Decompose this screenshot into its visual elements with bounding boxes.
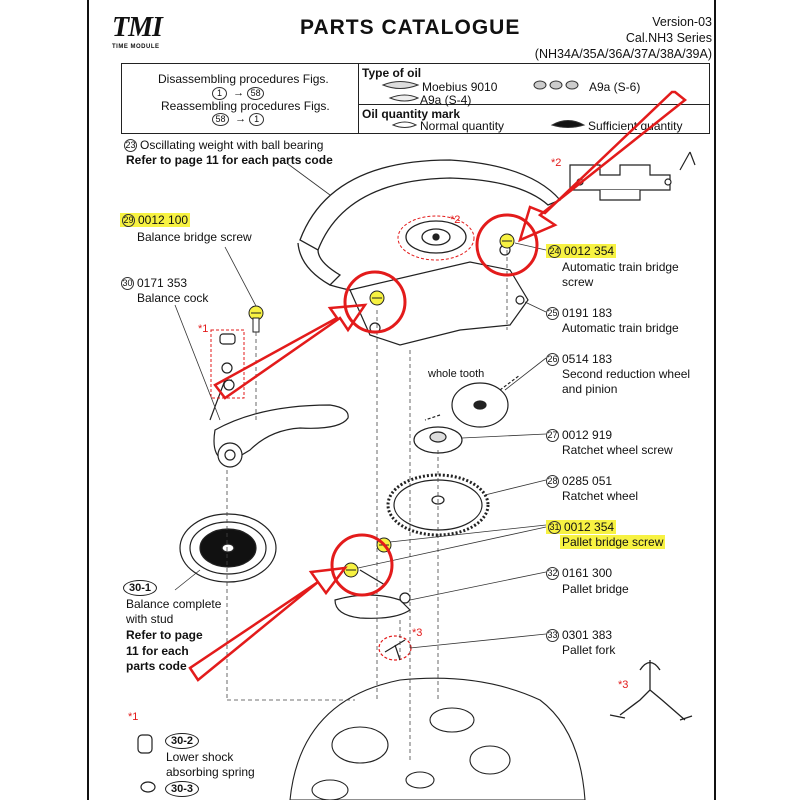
mark-star-3: *3 (412, 627, 423, 639)
part-29-label: Balance bridge screw (137, 230, 252, 244)
oil-a9a-s4-label: A9a (S-4) (420, 93, 472, 107)
mark-star-2: *2 (551, 157, 562, 169)
disassembling-label: Disassembling procedures Figs. (158, 72, 329, 86)
part-30-3-number: 30-3 (165, 781, 200, 797)
part-27-label: Ratchet wheel screw (562, 443, 673, 457)
part-30-2-label: absorbing spring (166, 765, 255, 779)
mark-star-1: *1 (198, 323, 209, 335)
disassembling-range: 1 → 58 (212, 86, 267, 100)
part-30-2-number: 30-2 (165, 733, 200, 749)
pallet-fork-drawing (378, 635, 412, 661)
part-30-1-reference: 11 for each (126, 644, 189, 658)
part-24-label: Automatic train bridge (562, 260, 679, 274)
oil-normal-label: Normal quantity (420, 119, 505, 133)
part-30-1-label: with stud (126, 612, 174, 626)
reassembling-range: 58 → 1 (212, 112, 267, 126)
page-title: PARTS CATALOGUE (300, 16, 521, 39)
assembly-guide-lines (226, 250, 508, 760)
whole-tooth-note: whole tooth (428, 368, 485, 380)
red-annotation-circles (330, 213, 539, 597)
oil-moebius-label: Moebius 9010 (422, 80, 498, 94)
version-line: (NH34A/35A/36A/37A/38A/39A) (534, 47, 712, 61)
page-border-left (87, 0, 89, 800)
part-30-1-number: 30-1 (123, 580, 158, 596)
ratchet-wheel-screw-drawing (413, 426, 463, 454)
shock-spring-drawing (137, 734, 156, 793)
part-30-1-reference: parts code (126, 659, 187, 673)
part-30-1-label: Balance complete (126, 597, 222, 611)
page-border-right (714, 0, 716, 800)
balance-detail-outline (210, 329, 245, 399)
part-30-label: Balance cock (137, 291, 209, 305)
mark-star-3: *3 (618, 679, 629, 691)
legend-box (121, 63, 710, 134)
legend-divider (359, 104, 709, 105)
part-30-2-label: Lower shock (166, 750, 234, 764)
legend-divider (358, 63, 359, 133)
tmi-logo: TMI TIME MODULE (112, 12, 163, 51)
part-30-1-reference: Refer to page (126, 628, 203, 642)
balance-wheel-drawing (179, 513, 277, 583)
balance-cock-drawing (209, 333, 349, 468)
second-reduction-wheel-drawing (424, 374, 521, 428)
part-28-label: Ratchet wheel (562, 489, 639, 503)
mark-star-1: *1 (128, 711, 139, 723)
version-line: Cal.NH3 Series (625, 31, 712, 45)
ratchet-wheel-drawing (386, 473, 490, 537)
mark-star-2: *2 (450, 214, 461, 226)
part-24-label: screw (562, 275, 594, 289)
part-26-label: and pinion (562, 382, 618, 396)
pallet-fork-detail-drawing (609, 660, 693, 721)
oil-quantity-title: Oil quantity mark (362, 107, 461, 121)
pallet-bridge-drawing (334, 569, 411, 619)
part-31-label: Pallet bridge screw (560, 535, 666, 549)
movement-base-drawing (289, 677, 586, 800)
part-25-label: Automatic train bridge (562, 321, 679, 335)
version-info: Version-03 Cal.NH3 Series (NH34A/35A/36A… (535, 14, 712, 62)
oil-a9a-s6-label: A9a (S-6) (589, 80, 641, 94)
part-33-label: Pallet fork (562, 643, 616, 657)
oil-drop-icons (381, 80, 586, 128)
part-23-reference: Refer to page 11 for each parts code (126, 153, 333, 167)
oil-type-title: Type of oil (362, 66, 422, 80)
reassembling-label: Reassembling procedures Figs. (161, 99, 330, 113)
leader-lines (174, 163, 547, 649)
version-line: Version-03 (652, 15, 712, 29)
part-26-label: Second reduction wheel (562, 367, 691, 381)
part-32-label: Pallet bridge (562, 582, 629, 596)
